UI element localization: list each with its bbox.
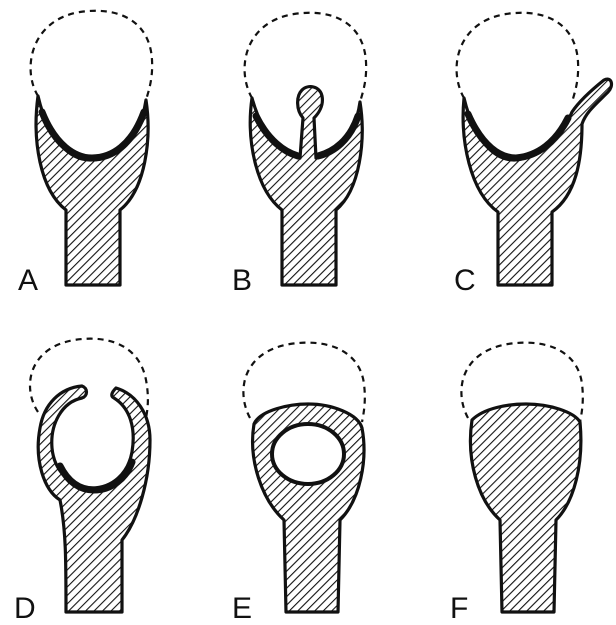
- panel-e: E: [232, 343, 365, 625]
- dashed-outline: [457, 13, 579, 102]
- panel-label-b: B: [232, 264, 252, 297]
- panel-label-c: C: [454, 264, 476, 297]
- panel-label-a: A: [18, 264, 38, 297]
- panel-b: B: [232, 13, 366, 297]
- panel-d: D: [14, 339, 150, 625]
- panel-label-d: D: [14, 592, 36, 625]
- lumen: [272, 424, 344, 484]
- solid-stalk: [470, 404, 580, 612]
- dashed-outline: [31, 11, 153, 100]
- stalk-cup: [250, 87, 362, 285]
- stalk-cup: [36, 96, 148, 285]
- panel-label-f: F: [450, 592, 468, 625]
- stalk-cup: [463, 79, 611, 285]
- panel-label-e: E: [232, 592, 252, 625]
- panel-f: F: [450, 343, 583, 625]
- panel-a: A: [18, 11, 152, 297]
- panel-c: C: [454, 13, 611, 297]
- stalk-ring: [38, 386, 150, 612]
